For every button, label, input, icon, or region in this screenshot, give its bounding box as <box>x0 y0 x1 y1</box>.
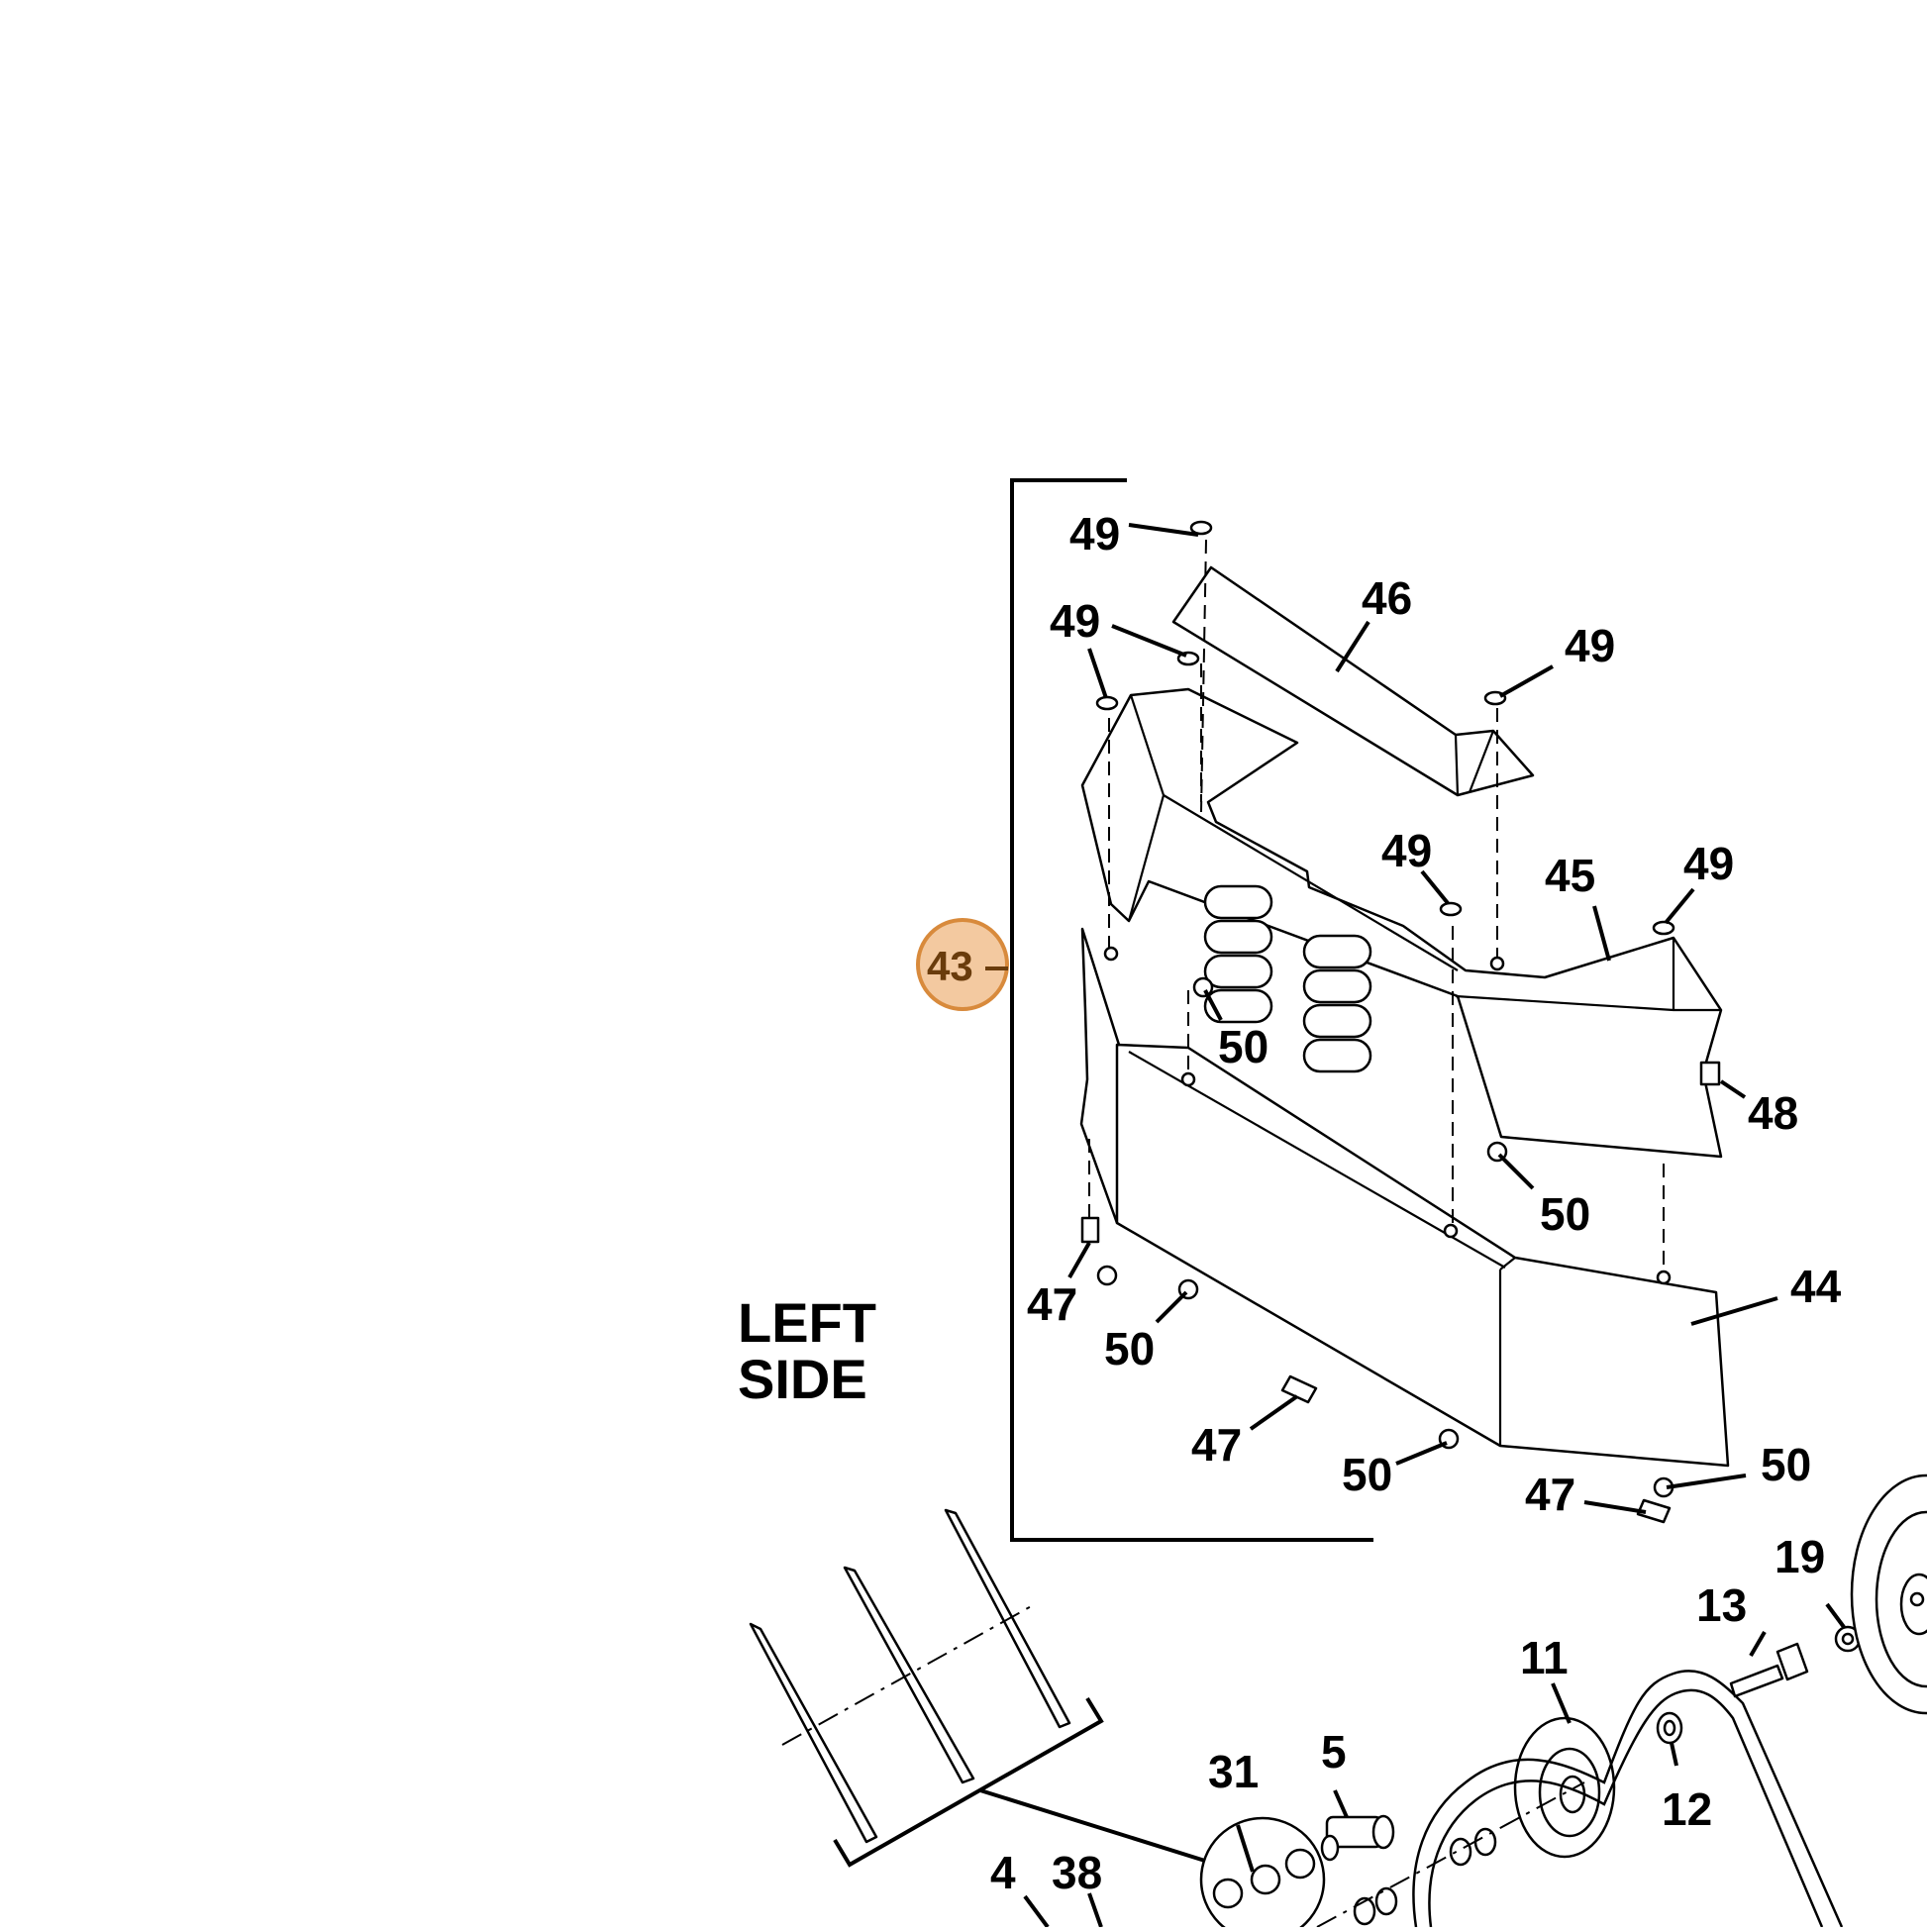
callout-49[interactable]: 49 <box>1683 838 1734 889</box>
callout-19[interactable]: 19 <box>1775 1531 1825 1582</box>
callout-47[interactable]: 47 <box>1525 1469 1575 1520</box>
callout-45[interactable]: 45 <box>1545 850 1595 901</box>
part-45-upper-shroud <box>1080 687 1723 1159</box>
callout-49[interactable]: 49 <box>1565 620 1615 671</box>
callout-labels: 49 49 49 49 49 46 45 48 50 50 50 50 50 4… <box>990 508 1842 1898</box>
callout-47[interactable]: 47 <box>1027 1278 1077 1330</box>
pulley-31 <box>979 1788 1326 1932</box>
callout-46[interactable]: 46 <box>1362 572 1412 624</box>
callout-38[interactable]: 38 <box>1052 1847 1102 1898</box>
callout-4[interactable]: 4 <box>990 1847 1016 1898</box>
side-label-line-2: SIDE <box>738 1348 867 1410</box>
callout-49[interactable]: 49 <box>1050 595 1100 647</box>
screws-49 <box>1095 520 1675 936</box>
assembly-bracket <box>1010 478 1373 1542</box>
alignment-lines <box>1088 539 1665 1268</box>
large-pulley-right <box>1850 1474 1927 1715</box>
louver-vents <box>1203 884 1372 1073</box>
callout-44[interactable]: 44 <box>1790 1261 1842 1312</box>
side-label-line-1: LEFT <box>738 1291 876 1354</box>
callout-50[interactable]: 50 <box>1218 1021 1268 1072</box>
callout-50[interactable]: 50 <box>1104 1323 1155 1374</box>
callout-48[interactable]: 48 <box>1748 1087 1798 1139</box>
rotor-paddles <box>749 1508 1104 1868</box>
clips-47 <box>1080 1216 1672 1524</box>
callout-12[interactable]: 12 <box>1662 1783 1712 1835</box>
callout-43[interactable]: 43 <box>927 943 973 989</box>
nuts-50 <box>1096 946 1674 1498</box>
belt-guide-washers <box>1316 1781 1585 1928</box>
part-46-top-cover <box>1171 565 1535 797</box>
washer-12 <box>1656 1711 1683 1745</box>
callout-50[interactable]: 50 <box>1761 1439 1811 1490</box>
callout-49[interactable]: 49 <box>1381 825 1432 876</box>
part-44-lower-panel <box>1079 927 1730 1468</box>
bolt-13 <box>1729 1642 1809 1698</box>
callout-11[interactable]: 11 <box>1520 1632 1569 1683</box>
clip-48 <box>1699 1061 1721 1086</box>
callout-50[interactable]: 50 <box>1342 1449 1392 1500</box>
callout-13[interactable]: 13 <box>1696 1579 1747 1631</box>
callout-5[interactable]: 5 <box>1321 1726 1347 1778</box>
shaft-5 <box>1320 1814 1395 1862</box>
callout-leaders-bottom <box>1023 1602 1846 1929</box>
callout-31[interactable]: 31 <box>1208 1746 1259 1797</box>
callout-47[interactable]: 47 <box>1191 1419 1242 1471</box>
callout-49[interactable]: 49 <box>1069 508 1120 559</box>
leader-lines <box>1067 523 1778 1514</box>
highlighted-callout-43[interactable]: 43 <box>916 918 1009 1011</box>
drive-belt <box>1412 1670 1844 1928</box>
side-label: LEFT SIDE <box>738 1291 876 1410</box>
callout-50[interactable]: 50 <box>1540 1188 1590 1240</box>
